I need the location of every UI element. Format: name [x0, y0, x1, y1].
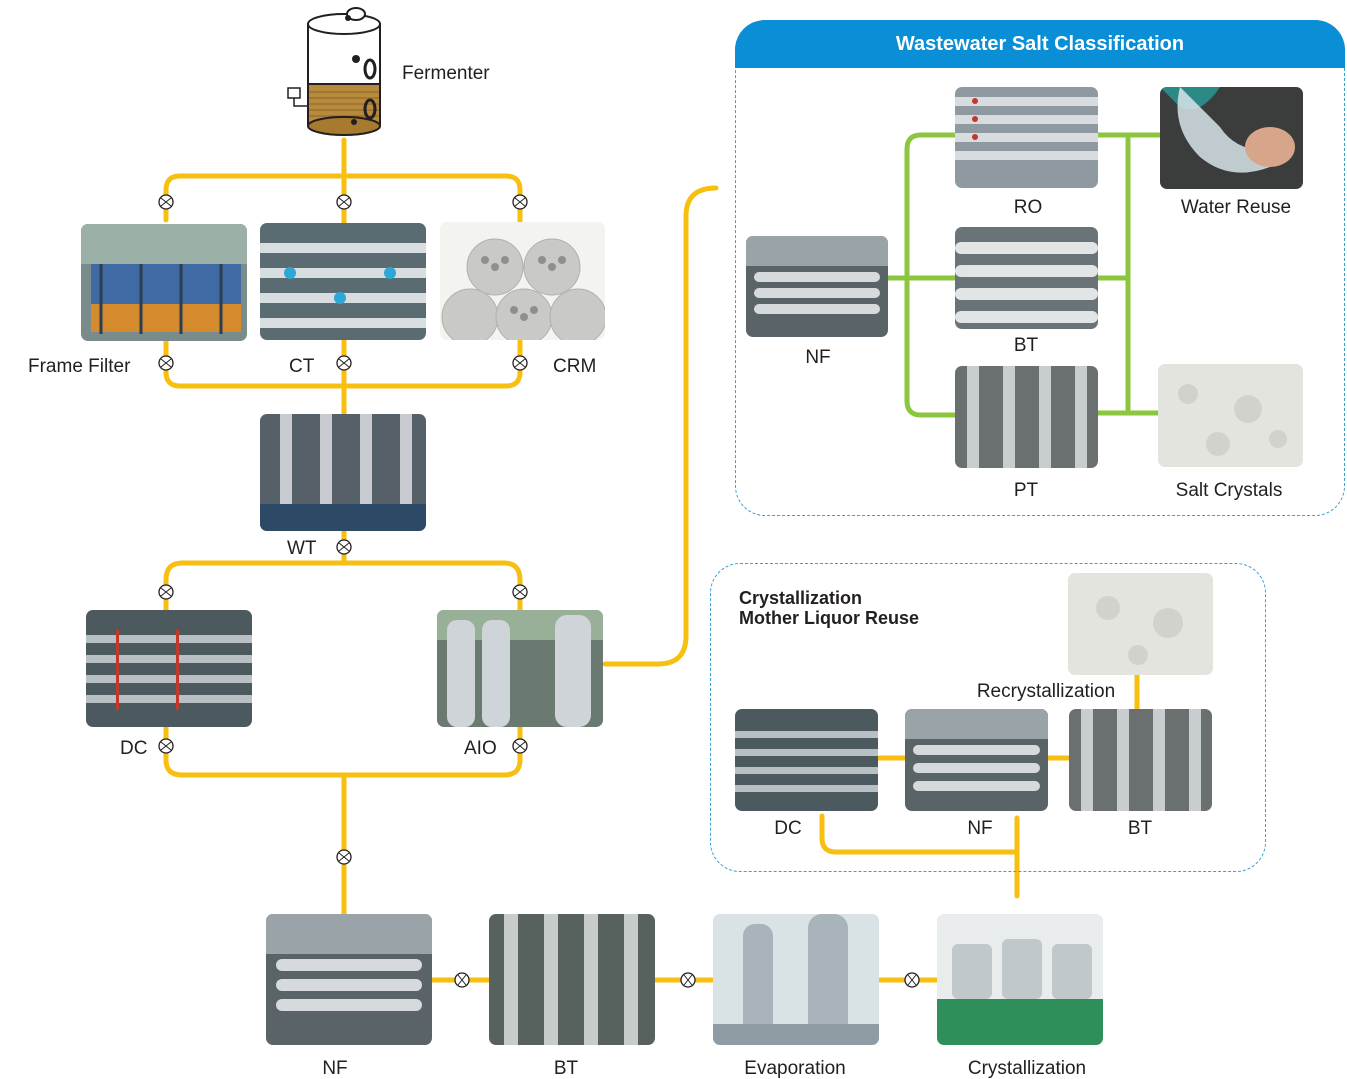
- crm-photo: [440, 222, 605, 340]
- evaporation-photo: [713, 914, 879, 1045]
- frame-filter-photo: [81, 224, 247, 341]
- pt-label: PT: [1013, 480, 1039, 501]
- cr-nf-label: NF: [967, 818, 993, 839]
- aio-photo: [437, 610, 603, 727]
- nf-bottom-label: NF: [322, 1058, 348, 1079]
- pt-photo: [955, 366, 1098, 468]
- crystallization-panel-title: Crystallization Mother Liquor Reuse: [739, 588, 919, 628]
- valve-icon: [336, 194, 352, 210]
- recrystallization-photo: [1068, 573, 1213, 675]
- water-reuse-label: Water Reuse: [1180, 197, 1292, 218]
- valve-icons: [158, 194, 920, 988]
- water-reuse-photo: [1160, 87, 1303, 189]
- wt-label: WT: [287, 538, 317, 559]
- ro-label: RO: [1013, 197, 1043, 218]
- valve-icon: [512, 738, 528, 754]
- valve-icon: [336, 539, 352, 555]
- classification-pipe-network: [885, 132, 1163, 418]
- crystallization-title-line1: Crystallization: [739, 588, 863, 608]
- valve-icon: [680, 972, 696, 988]
- frame-filter-label: Frame Filter: [28, 356, 131, 377]
- crystallization-title-line2: Mother Liquor Reuse: [739, 608, 920, 628]
- ww-nf-label: NF: [805, 347, 831, 368]
- crystallization-photo: [937, 914, 1103, 1045]
- crm-label: CRM: [553, 356, 597, 377]
- crystallization-label: Crystallization: [967, 1058, 1087, 1079]
- cr-bt-label: BT: [1127, 818, 1153, 839]
- valve-icon: [512, 584, 528, 600]
- wt-photo: [260, 414, 426, 531]
- fermenter-label: Fermenter: [402, 63, 490, 84]
- salt-crystals-label: Salt Crystals: [1175, 480, 1283, 501]
- valve-icon: [454, 972, 470, 988]
- valve-icon: [158, 584, 174, 600]
- valve-icon: [158, 738, 174, 754]
- fermenter-tank-icon: [284, 6, 386, 136]
- cr-bt-photo: [1069, 709, 1212, 811]
- valve-icon: [904, 972, 920, 988]
- dc-photo: [86, 610, 252, 727]
- ww-bt-label: BT: [1013, 335, 1039, 356]
- bt-bottom-label: BT: [553, 1058, 579, 1079]
- cr-nf-photo: [905, 709, 1048, 811]
- evaporation-label: Evaporation: [744, 1058, 846, 1079]
- cr-dc-label: DC: [774, 818, 802, 839]
- valve-icon: [158, 194, 174, 210]
- valve-icon: [512, 355, 528, 371]
- valve-icon: [336, 355, 352, 371]
- ct-label: CT: [289, 356, 315, 377]
- cr-dc-photo: [735, 709, 878, 811]
- ww-nf-photo: [746, 236, 888, 337]
- dc-label: DC: [120, 738, 148, 759]
- ct-photo: [260, 223, 426, 340]
- aio-label: AIO: [464, 738, 497, 759]
- ww-bt-photo: [955, 227, 1098, 329]
- valve-icon: [512, 194, 528, 210]
- salt-crystals-photo: [1158, 364, 1303, 467]
- bt-bottom-photo: [489, 914, 655, 1045]
- ro-photo: [955, 87, 1098, 188]
- main-pipe-network: [163, 137, 1140, 983]
- wastewater-panel-title: Wastewater Salt Classification: [735, 20, 1345, 68]
- nf-bottom-photo: [266, 914, 432, 1045]
- valve-icon: [158, 355, 174, 371]
- valve-icon: [336, 849, 352, 865]
- recrystallization-label: Recrystallization: [976, 681, 1116, 702]
- crystallization-panel: [710, 563, 1266, 872]
